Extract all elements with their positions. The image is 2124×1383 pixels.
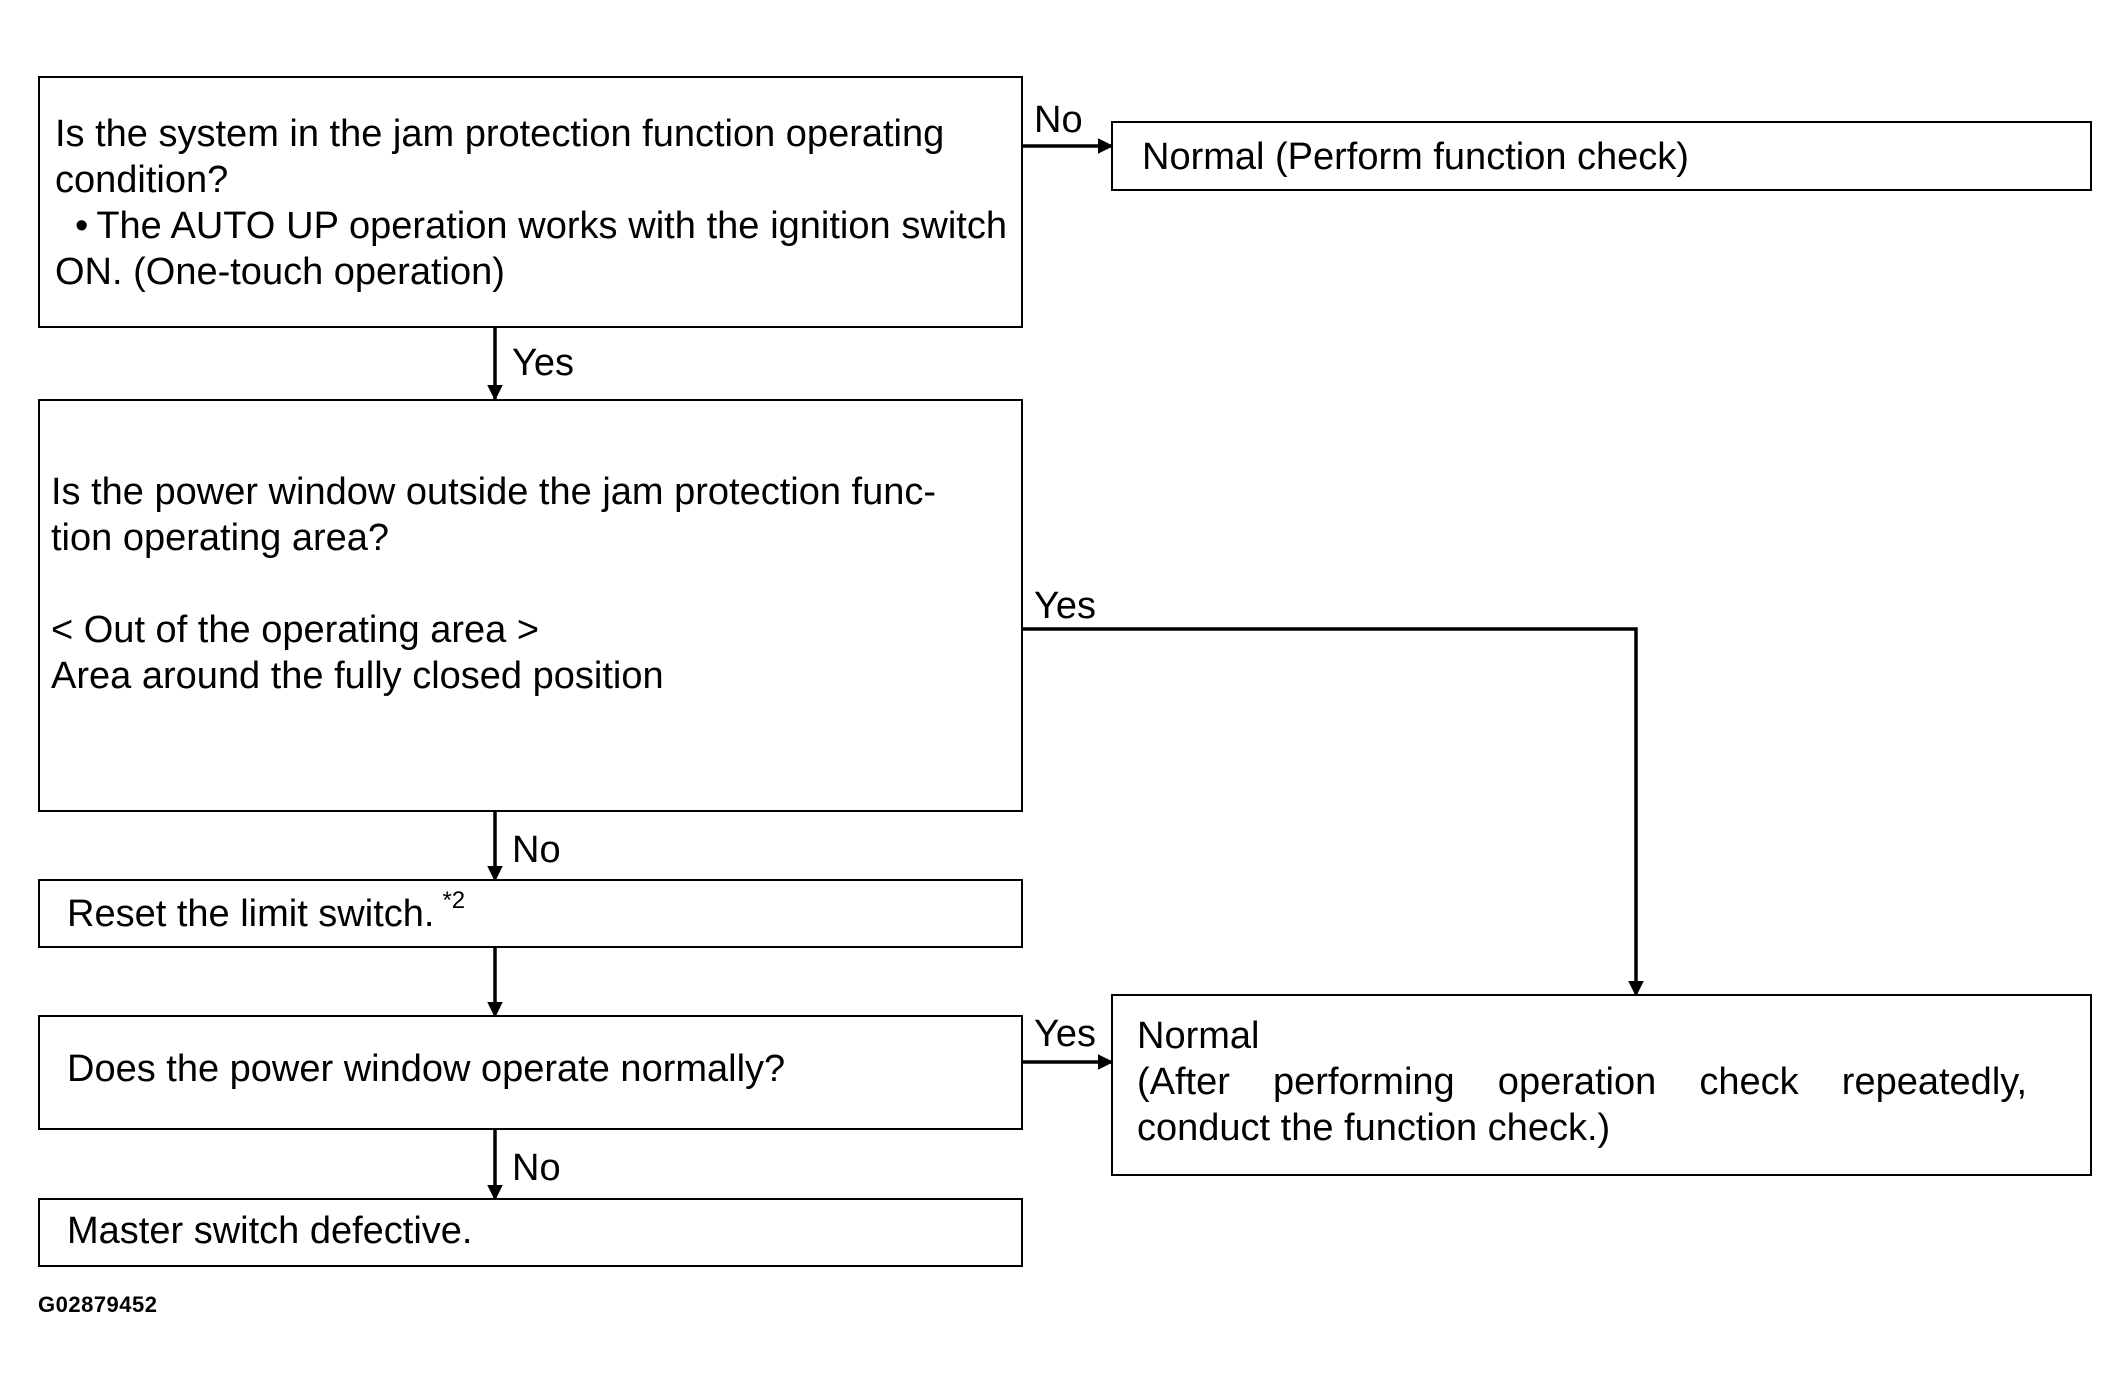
label-yes-q3: Yes xyxy=(1034,1013,1096,1055)
q2-line1: Is the power window outside the jam prot… xyxy=(51,471,937,513)
question-jam-protection-condition: Is the system in the jam protection func… xyxy=(38,76,1023,328)
action-reset-limit-switch: Reset the limit switch. *2 xyxy=(38,879,1023,948)
result-master-switch-defective: Master switch defective. xyxy=(38,1198,1023,1267)
footnote-ref: *2 xyxy=(442,887,466,914)
q2-line3: < Out of the operating area > xyxy=(51,609,540,651)
question-operate-normally: Does the power window operate normally? xyxy=(38,1015,1023,1130)
result-normal-function-check: Normal (Perform function check) xyxy=(1111,121,2092,191)
figure-code: G02879452 xyxy=(38,1292,158,1317)
reset-text: Reset the limit switch. xyxy=(67,893,435,935)
normal-bottom-line1: Normal xyxy=(1137,1015,1260,1057)
normal-top-text: Normal (Perform function check) xyxy=(1142,136,1689,178)
master-text: Master switch defective. xyxy=(67,1210,473,1252)
q2-line2: tion operating area? xyxy=(51,517,390,559)
q1-line1: Is the system in the jam protection func… xyxy=(55,113,945,155)
label-no-q3: No xyxy=(512,1147,561,1189)
label-yes-q1: Yes xyxy=(512,342,574,384)
q1-line2: condition? xyxy=(55,159,229,201)
arrow-q2-yes xyxy=(1021,627,1644,997)
label-no-q1: No xyxy=(1034,99,1083,141)
result-normal-operation-check: Normal (After performing operation check… xyxy=(1111,994,2092,1176)
label-no-q2: No xyxy=(512,829,561,871)
q1-bullet-text: The AUTO UP operation works with the ign… xyxy=(55,205,1007,293)
question-outside-operating-area: Is the power window outside the jam prot… xyxy=(38,399,1023,812)
q3-text: Does the power window operate normally? xyxy=(67,1048,786,1090)
bullet-icon: • xyxy=(75,205,89,247)
label-yes-q2: Yes xyxy=(1034,585,1096,627)
normal-bottom-line2: (After performing operation check repeat… xyxy=(1137,1061,2027,1149)
q2-line4: Area around the fully closed position xyxy=(51,655,664,697)
